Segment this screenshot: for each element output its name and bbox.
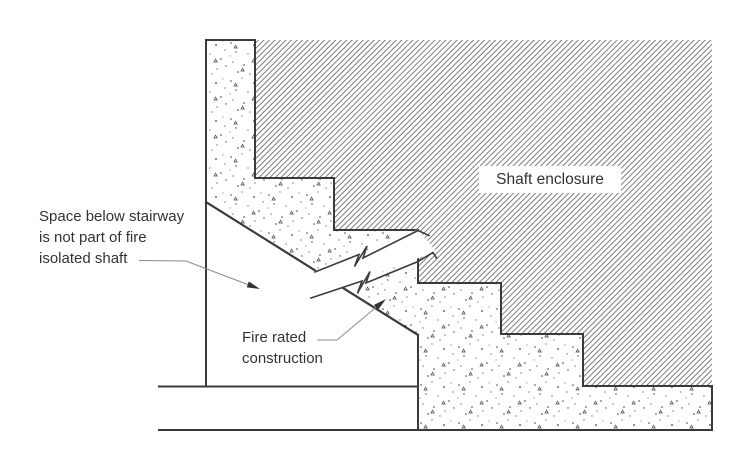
- stair-soffit-line: [204, 200, 420, 337]
- fire-rated-band-edges: [309, 229, 438, 300]
- shaft-enclosure-hatch-region: [255, 40, 712, 386]
- space-below-label-line3: isolated shaft: [39, 250, 128, 267]
- space-below-leader-line: [138, 260, 250, 286]
- fire-rated-label-line2: construction: [242, 350, 323, 367]
- fire-rated-arrowhead: [374, 299, 386, 310]
- leader-lines: [138, 260, 378, 341]
- hatch-step-boundary: [254, 177, 713, 387]
- concrete-region: [206, 40, 712, 430]
- band-top-edge: [313, 229, 431, 274]
- space-below-arrowhead: [246, 281, 260, 289]
- band-bottom-edge: [309, 251, 438, 300]
- space-below-stairway-label: Space below stairway is not part of fire…: [39, 206, 184, 269]
- diagram-outlines: [158, 39, 713, 431]
- fire-rated-band: [309, 229, 436, 300]
- leader-arrowheads: [246, 281, 386, 310]
- space-below-label-line1: Space below stairway: [39, 208, 185, 225]
- space-below-label-line2: is not part of fire: [39, 229, 147, 246]
- fire-rated-construction-label: Fire rated construction: [242, 327, 323, 369]
- shaft-enclosure-label: Shaft enclosure: [479, 166, 621, 193]
- fire-rated-label-line1: Fire rated: [242, 329, 307, 346]
- left-wall-outline: [205, 39, 256, 388]
- fire-rated-leader-line: [317, 306, 378, 341]
